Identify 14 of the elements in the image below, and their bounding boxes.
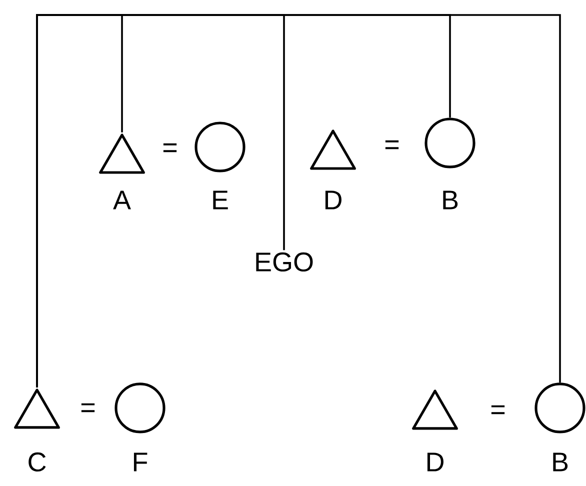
letter-label: D [427,452,444,472]
letter-label: F [134,452,148,472]
equals-sign: = [81,403,95,412]
letter-label: C [28,452,46,472]
letter-label: B [443,190,458,210]
letter-label: A [113,190,131,210]
ego-label: EGO [256,252,313,272]
sibling-line [36,14,561,388]
letter-label: B [553,452,568,472]
letter-label: D [325,190,342,210]
equals-sign: = [385,140,399,150]
equals-sign: = [163,143,177,152]
equals-sign: = [491,405,505,414]
letter-label: E [213,190,228,210]
